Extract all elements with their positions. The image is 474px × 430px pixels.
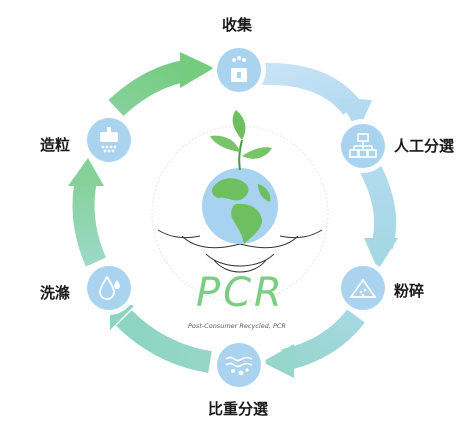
pelletizing-icon xyxy=(87,118,131,162)
arrow-wash-to-pellet xyxy=(72,177,107,267)
step-label-collect: 收集 xyxy=(222,16,253,34)
plant-stem xyxy=(238,139,243,171)
leaf-left xyxy=(210,135,240,152)
arrow-crush-to-density xyxy=(281,309,365,371)
arrow-head-3 xyxy=(262,344,294,378)
leaf-right xyxy=(242,147,272,159)
arrow-density-to-wash xyxy=(116,310,212,373)
washing-drop-icon xyxy=(87,266,131,310)
collection-bin-icon xyxy=(217,48,261,92)
arrow-pellet-to-collect xyxy=(108,59,192,117)
arrow-head-6 xyxy=(180,52,214,88)
arrow-collect-to-sort xyxy=(261,62,361,116)
step-node-crush xyxy=(341,266,385,310)
inner-dotted-circle xyxy=(151,125,329,303)
leaf-top xyxy=(232,110,246,140)
continent-north xyxy=(211,178,249,201)
step-node-manual-sort xyxy=(341,124,385,168)
pcr-globe-logo xyxy=(157,110,323,273)
step-label-crush: 粉碎 xyxy=(394,282,425,300)
arrow-head-5 xyxy=(68,158,104,186)
pcr-title: PCR xyxy=(196,270,285,316)
step-label-density-sort: 比重分選 xyxy=(208,400,269,418)
step-node-wash xyxy=(87,266,131,310)
continent-south xyxy=(231,203,262,244)
step-label-pelletize: 造粒 xyxy=(40,136,71,154)
continent-east xyxy=(258,184,271,202)
pcr-subtitle: Post-Consumer Recycled, PCR xyxy=(188,322,286,330)
step-label-manual-sort: 人工分選 xyxy=(394,137,455,155)
arrow-head-2 xyxy=(364,238,398,270)
step-node-collect xyxy=(217,48,261,92)
step-label-wash: 洗滌 xyxy=(40,284,71,302)
step-node-density-sort xyxy=(217,343,261,387)
arrow-head-1 xyxy=(338,98,372,132)
arrow-sort-to-crush xyxy=(360,162,397,249)
step-node-pelletize xyxy=(87,118,131,162)
crushing-icon xyxy=(341,266,385,310)
sorting-flow-icon xyxy=(341,124,385,168)
density-separation-icon xyxy=(217,343,261,387)
